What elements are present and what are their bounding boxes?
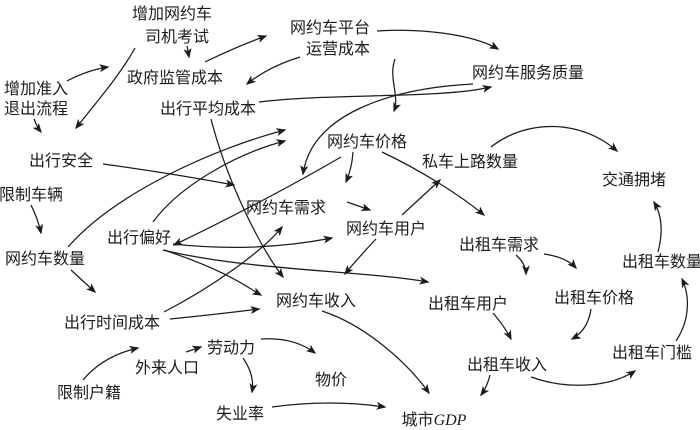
- arrow-hukou-restriction-to-migrant-population: [82, 345, 140, 381]
- arrow-increase-driver-exam-to-travel-safety: [75, 47, 136, 130]
- arrow-migrant-population-to-labor-force: [185, 345, 203, 354]
- arrow-ride-hailing-income-to-urban-gdp: [321, 310, 430, 395]
- node-travel-preference: 出行偏好: [107, 229, 171, 247]
- arrow-travel-preference-to-ride-hailing-price: [152, 139, 287, 223]
- node-government-regulation-cost: 政府监管成本: [127, 69, 223, 87]
- node-average-travel-cost: 出行平均成本: [160, 100, 256, 118]
- arrow-taxi-price-to-taxi-income: [570, 308, 592, 340]
- arrow-ride-hailing-demand-to-ride-hailing-users: [346, 201, 372, 211]
- node-private-cars-on-road: 私车上路数量: [422, 153, 518, 171]
- node-migrant-population: 外来人口: [135, 359, 199, 377]
- arrow-average-travel-cost-to-ride-hailing-income: [210, 118, 284, 279]
- arrow-travel-time-cost-to-ride-hailing-income: [169, 306, 261, 320]
- arrow-private-cars-on-road-to-traffic-congestion: [490, 125, 619, 152]
- node-urban-gdp: 城市GDP: [402, 411, 467, 429]
- arrow-travel-preference-to-taxi-users: [162, 249, 430, 285]
- node-ride-hailing-fleet: 网约车数量: [5, 250, 85, 268]
- arrow-travel-preference-to-ride-hailing-income: [163, 249, 263, 296]
- arrow-entry-exit-process-to-travel-safety: [32, 118, 42, 134]
- arrow-platform-operating-cost-to-service-quality: [376, 29, 500, 50]
- arrow-taxi-income-to-urban-gdp: [480, 374, 491, 397]
- arrow-taxi-income-to-taxi-entry-threshold: [530, 370, 637, 386]
- arrow-service-quality-to-ride-hailing-demand: [300, 83, 474, 176]
- arrow-platform-operating-cost-to-ride-hailing-price: [392, 58, 401, 113]
- node-increase-driver-exam: 增加网约车司机考试: [132, 5, 212, 46]
- node-travel-safety: 出行安全: [29, 152, 93, 170]
- node-entry-exit-process: 增加准入退出流程: [4, 80, 68, 118]
- arrow-taxi-demand-to-taxi-price: [543, 253, 578, 270]
- arrow-unemployment-rate-to-urban-gdp: [271, 401, 387, 410]
- node-travel-time-cost: 出行时间成本: [64, 314, 160, 332]
- node-taxi-users: 出租车用户: [428, 295, 508, 313]
- arrow-ride-hailing-fleet-to-ride-hailing-price: [67, 128, 287, 248]
- arrow-travel-preference-to-ride-hailing-users: [172, 235, 334, 248]
- arrow-taxi-entry-threshold-to-taxi-fleet: [675, 277, 690, 342]
- arrow-taxi-demand-to-taxi-users: [515, 254, 530, 276]
- node-vehicle-restriction: 限制车辆: [0, 186, 63, 204]
- arrow-ride-hailing-fleet-to-travel-time-cost: [70, 269, 97, 294]
- arrow-labor-force-to-commodity-prices: [260, 338, 317, 354]
- arrow-entry-exit-process-to-government-regulation-cost: [66, 64, 110, 82]
- arrow-ride-hailing-price-to-ride-hailing-demand: [345, 151, 354, 184]
- arrow-ride-hailing-users-to-ride-hailing-income: [344, 238, 377, 276]
- node-taxi-income: 出租车收入: [467, 356, 547, 374]
- node-platform-operating-cost: 网约车平台运营成本: [290, 19, 370, 58]
- node-labor-force: 劳动力: [207, 339, 255, 357]
- node-ride-hailing-price: 网约车价格: [327, 133, 407, 151]
- arrow-travel-time-cost-to-ride-hailing-demand: [163, 225, 283, 313]
- node-hukou-restriction: 限制户籍: [57, 384, 121, 402]
- arrow-labor-force-to-unemployment-rate: [242, 357, 258, 394]
- arrow-government-regulation-cost-to-platform-operating-cost: [204, 35, 268, 63]
- node-traffic-congestion: 交通拥堵: [602, 171, 666, 189]
- node-ride-hailing-income: 网约车收入: [276, 292, 356, 310]
- node-service-quality: 网约车服务质量: [472, 64, 584, 82]
- node-ride-hailing-demand: 网约车需求: [246, 199, 326, 217]
- arrow-taxi-fleet-to-traffic-congestion: [653, 200, 662, 253]
- node-taxi-demand: 出租车需求: [459, 236, 539, 254]
- node-taxi-price: 出租车价格: [554, 289, 634, 307]
- node-taxi-entry-threshold: 出租车门槛: [612, 344, 692, 362]
- node-ride-hailing-users: 网约车用户: [346, 220, 426, 238]
- arrow-increase-driver-exam-to-government-regulation-cost: [183, 45, 192, 59]
- arrow-vehicle-restriction-to-ride-hailing-fleet: [30, 204, 44, 235]
- arrow-average-travel-cost-to-service-quality: [258, 85, 493, 103]
- node-unemployment-rate: 失业率: [216, 405, 264, 423]
- arrow-platform-operating-cost-to-average-travel-cost: [245, 56, 301, 85]
- node-taxi-fleet: 出租车数量: [622, 253, 700, 271]
- arrow-taxi-users-to-taxi-income: [492, 312, 512, 341]
- arrow-ride-hailing-price-to-travel-preference: [172, 156, 342, 246]
- arrow-ride-hailing-users-to-private-cars-on-road: [401, 178, 442, 216]
- node-commodity-prices: 物价: [315, 371, 347, 389]
- arrows-layer: [30, 29, 690, 410]
